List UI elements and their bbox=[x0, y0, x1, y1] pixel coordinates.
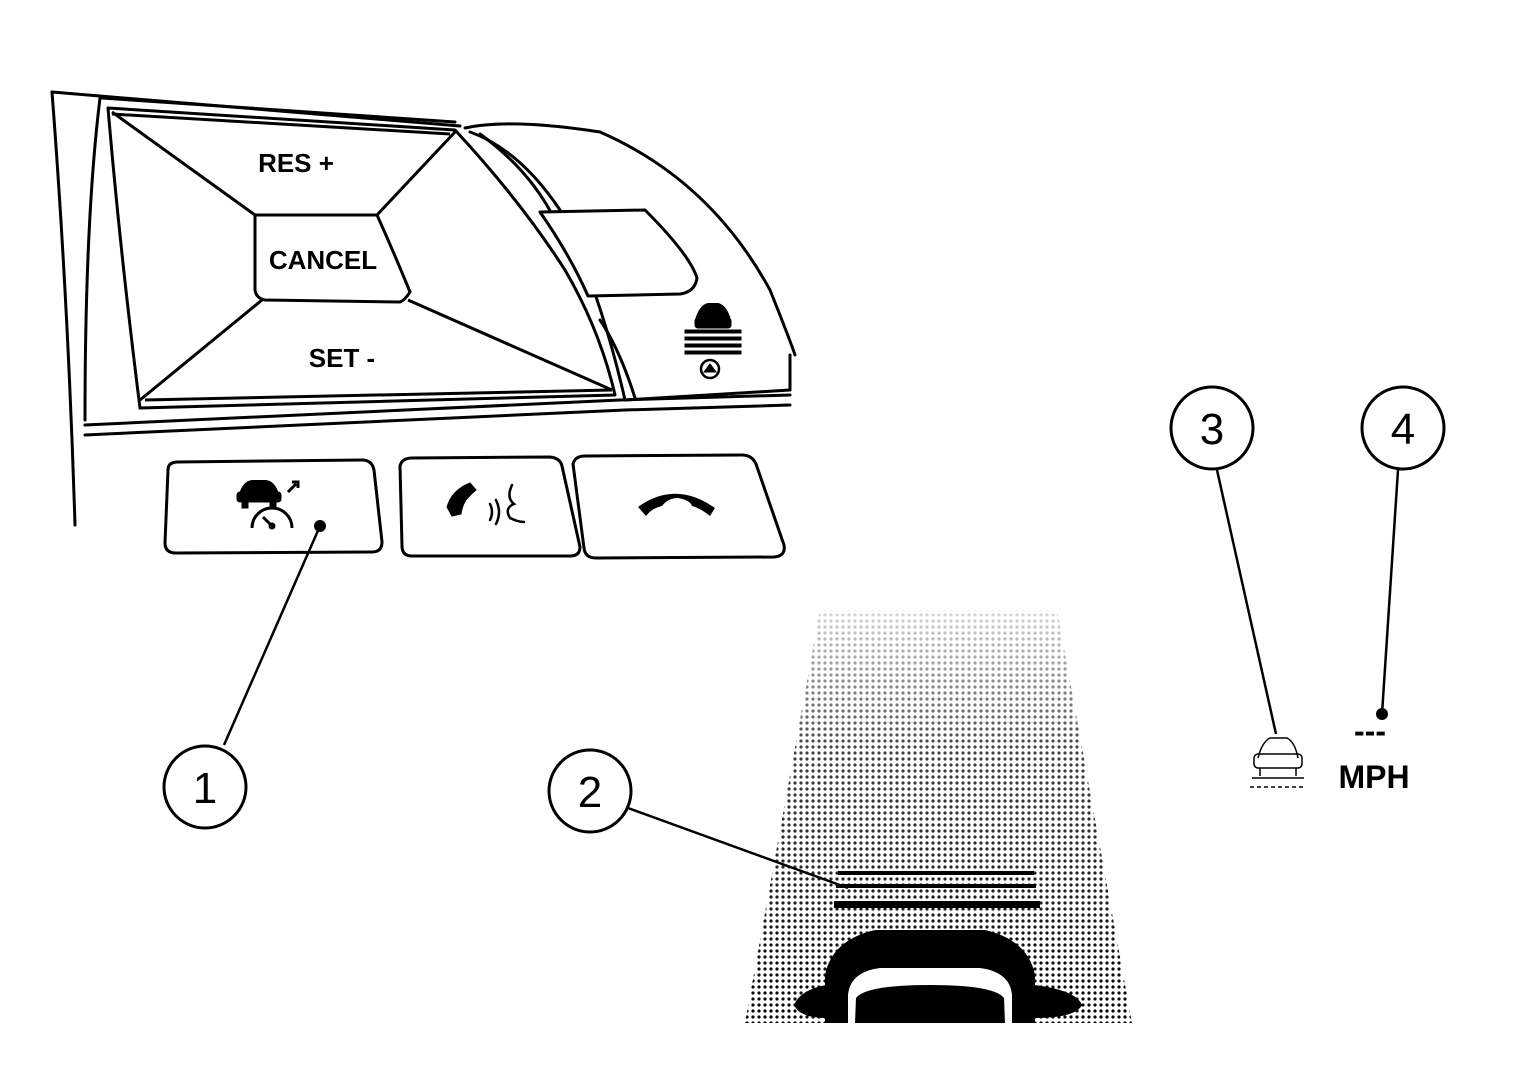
hang-up-icon bbox=[638, 493, 715, 516]
svg-text:4: 4 bbox=[1391, 405, 1415, 454]
callout-1: 1 bbox=[162, 520, 326, 830]
svg-text:MPH: MPH bbox=[1338, 759, 1409, 795]
svg-text:RES +: RES + bbox=[258, 148, 334, 178]
callout-4: 4 bbox=[1360, 385, 1446, 720]
distance-cruise-icon bbox=[684, 303, 742, 380]
paddle-switch[interactable] bbox=[538, 208, 699, 298]
svg-text:2: 2 bbox=[578, 768, 602, 817]
res-plus-button[interactable]: RES + bbox=[258, 148, 334, 178]
adaptive-cruise-button[interactable] bbox=[163, 458, 384, 555]
hang-up-button[interactable] bbox=[571, 453, 786, 560]
set-minus-button[interactable]: SET - bbox=[309, 343, 375, 373]
hud-following-distance-display bbox=[745, 610, 1132, 1023]
vehicle-ahead-icon bbox=[794, 930, 1082, 1023]
set-speed-readout: --- MPH bbox=[1338, 713, 1409, 795]
callout-3: 3 bbox=[1169, 385, 1278, 735]
svg-text:SET -: SET - bbox=[309, 343, 375, 373]
set-distance-indicator-icon bbox=[1250, 737, 1306, 788]
callout-2: 2 bbox=[547, 748, 849, 890]
svg-text:1: 1 bbox=[193, 764, 217, 813]
cruise-rocker-switch bbox=[106, 106, 617, 410]
voice-call-button[interactable] bbox=[398, 455, 582, 558]
gap-indicator-icon bbox=[834, 871, 1040, 908]
svg-text:CANCEL: CANCEL bbox=[269, 245, 377, 275]
voice-call-icon bbox=[446, 482, 526, 526]
svg-text:3: 3 bbox=[1200, 405, 1224, 454]
svg-text:---: --- bbox=[1354, 713, 1386, 749]
cancel-button[interactable]: CANCEL bbox=[253, 213, 412, 304]
adaptive-cruise-icon bbox=[236, 480, 300, 530]
